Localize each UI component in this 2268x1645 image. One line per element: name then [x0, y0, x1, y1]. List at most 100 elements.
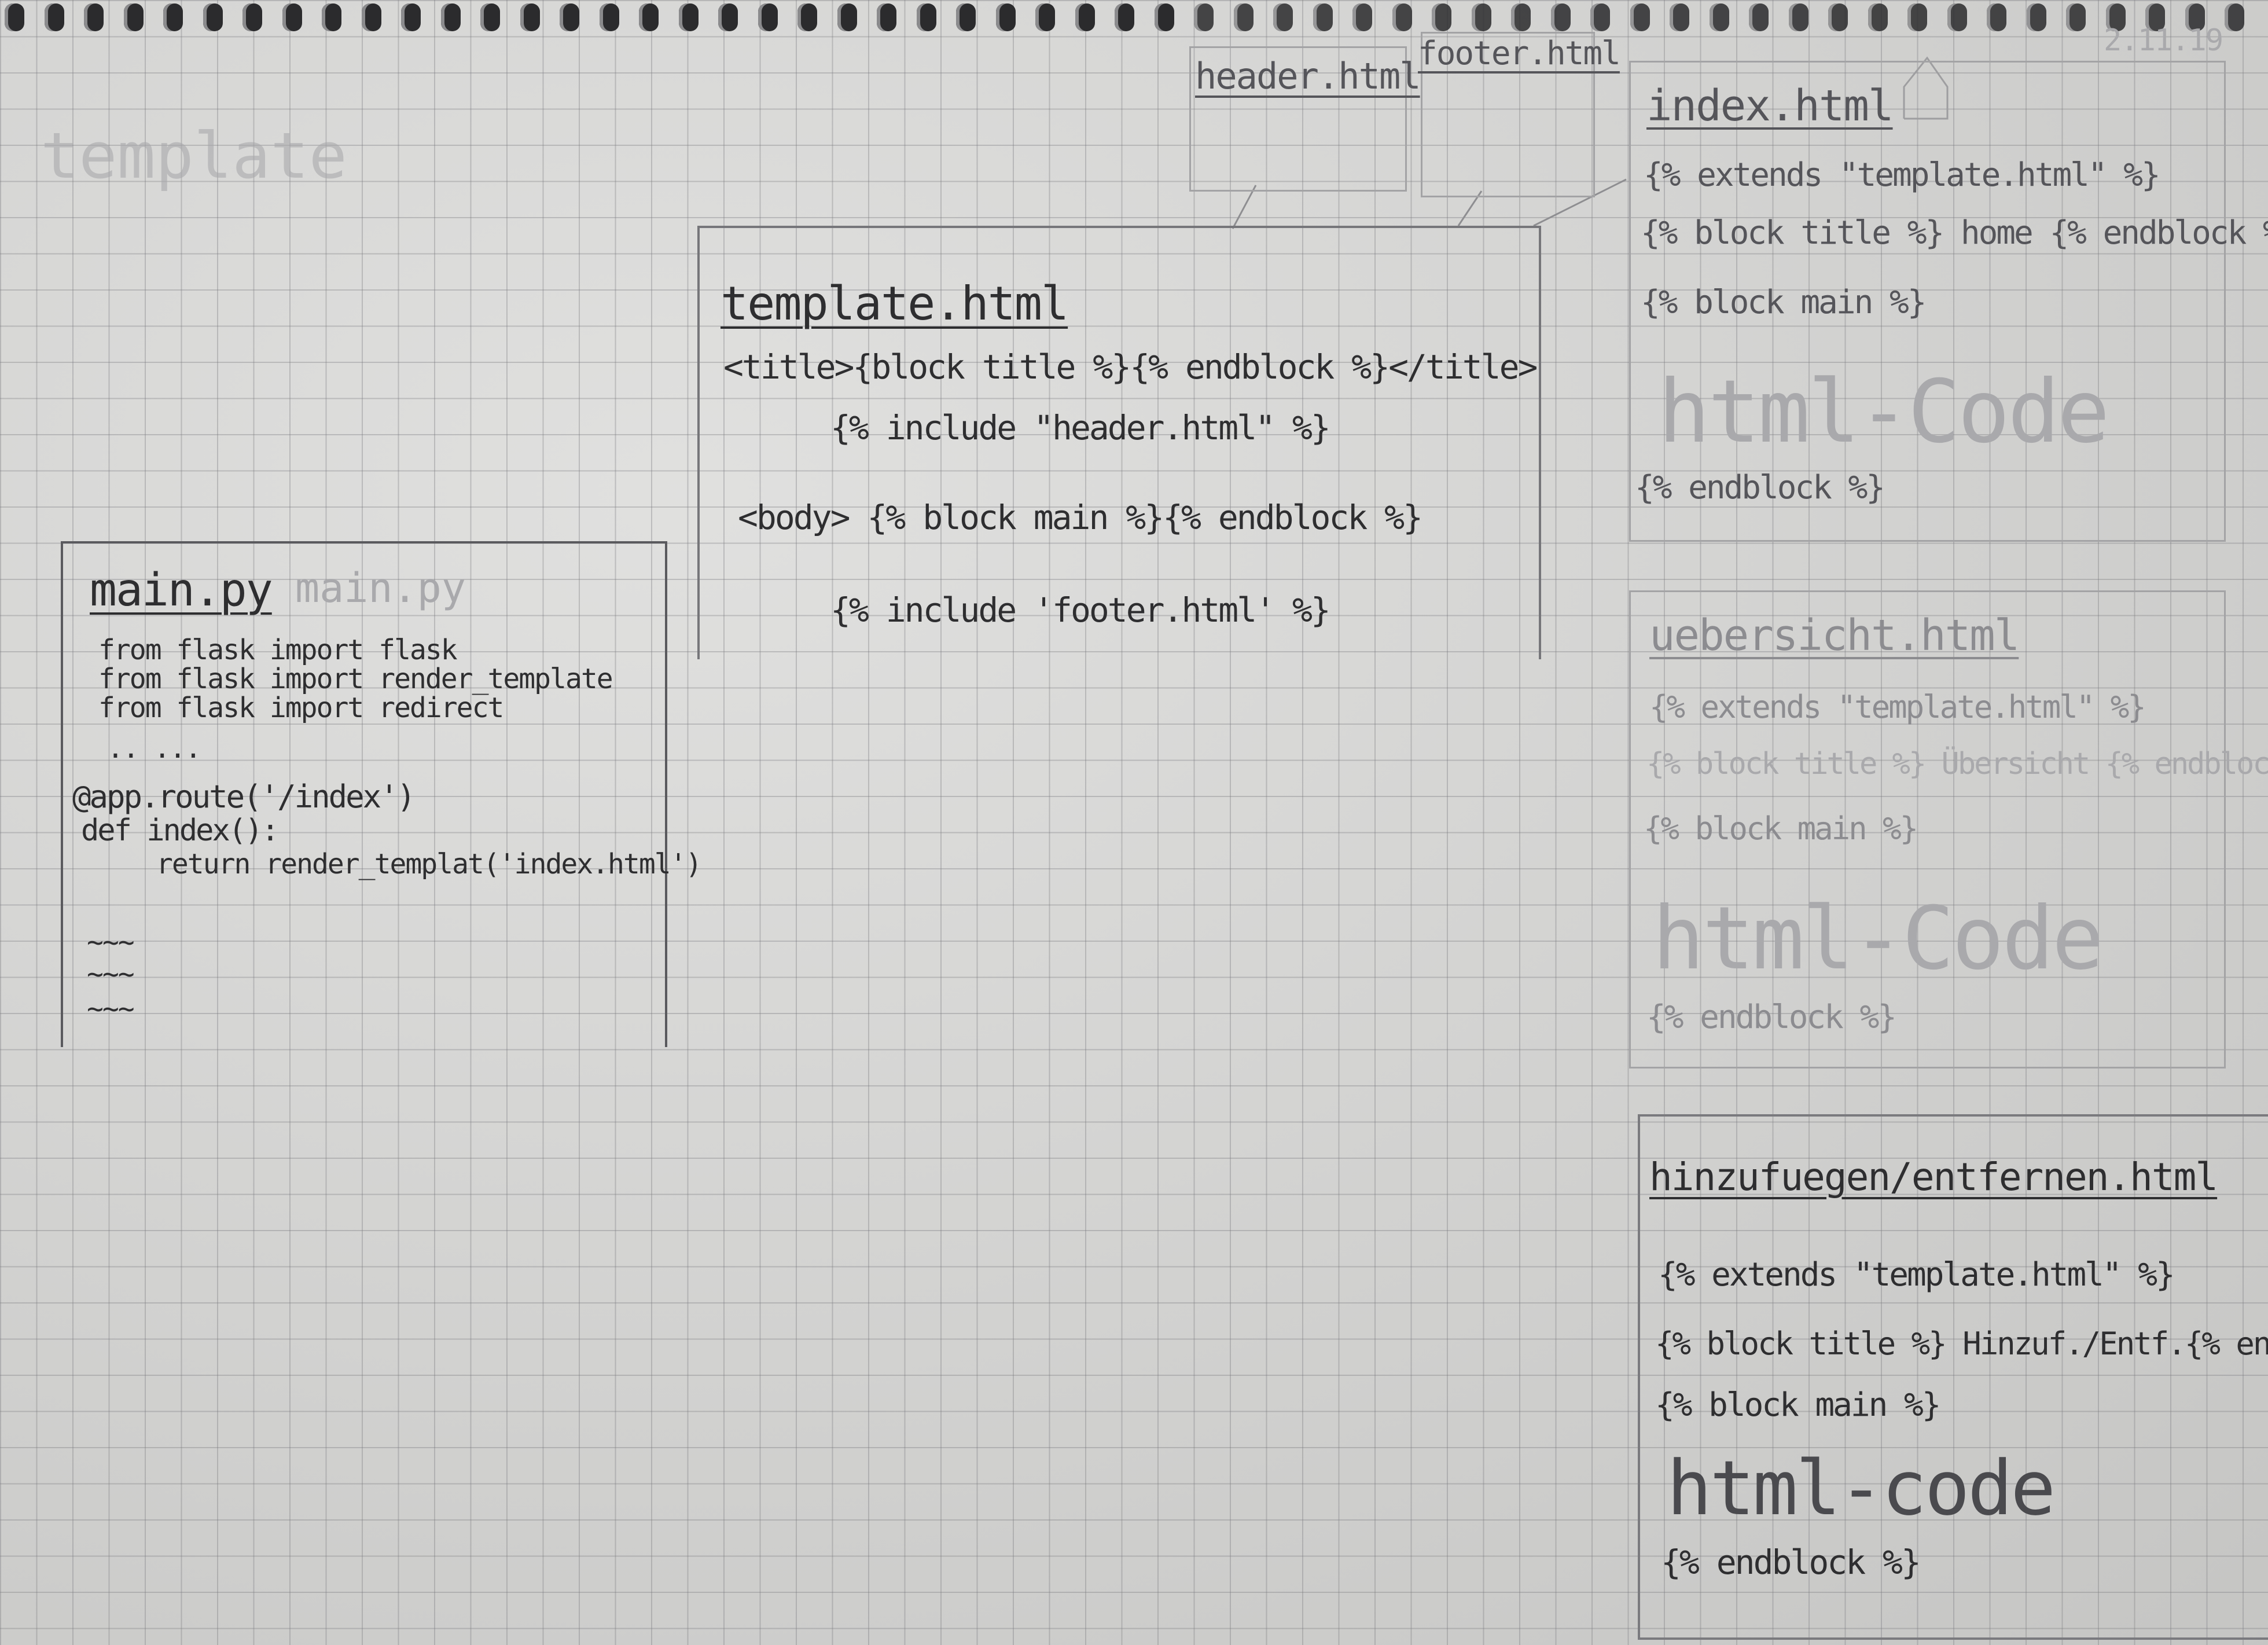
footer-html-title: footer.html	[1418, 35, 1621, 72]
spiral-ring	[1788, 3, 1808, 31]
spiral-ring	[1273, 3, 1293, 31]
main-py-line-8: ~~~	[87, 926, 135, 959]
uebersicht-line-extends: {% extends "template.html" %}	[1649, 689, 2146, 725]
spiral-ring	[1828, 3, 1848, 31]
uebersicht-html-title: uebersicht.html	[1649, 611, 2020, 660]
spiral-ring	[1670, 3, 1689, 31]
hinzufuegen-line-block-main: {% block main %}	[1655, 1386, 1941, 1424]
hinzufuegen-html-code-placeholder: html-code	[1667, 1444, 2056, 1532]
template-line-title: <title>{block title %}{% endblock %}</ti…	[723, 347, 1538, 387]
main-py-line-1: from flask import flask	[98, 634, 458, 666]
spiral-ring	[401, 3, 421, 31]
header-html-box	[1189, 46, 1407, 192]
spiral-ring	[1075, 3, 1095, 31]
spiral-ring	[1590, 3, 1610, 31]
main-py-title: main.py	[90, 564, 273, 616]
spiral-ring	[956, 3, 976, 31]
template-line-include-footer: {% include 'footer.html' %}	[830, 590, 1331, 630]
spiral-ring	[1630, 3, 1650, 31]
index-line-block-title: {% block title %} home {% endblock %}	[1641, 214, 2268, 252]
spiral-ring	[2026, 3, 2046, 31]
spiral-ring	[282, 3, 302, 31]
spiral-ring	[520, 3, 540, 31]
main-py-faint-title: main.py	[295, 564, 466, 612]
main-py-line-10: ~~~	[87, 993, 135, 1025]
hinzufuegen-line-endblock: {% endblock %}	[1661, 1543, 1921, 1582]
uebersicht-html-box	[1629, 590, 2226, 1068]
spiral-ring	[1313, 3, 1333, 31]
main-py-line-return: return render_templat('index.html')	[156, 848, 702, 880]
main-py-box	[61, 541, 667, 1047]
spiral-ring	[797, 3, 817, 31]
spiral-ring	[1233, 3, 1254, 31]
uebersicht-html-code-placeholder: html-Code	[1652, 888, 2104, 989]
spiral-ring	[440, 3, 461, 31]
spiral-ring	[2225, 3, 2244, 31]
spiral-ring	[1194, 3, 1214, 31]
spiral-ring	[2105, 3, 2126, 31]
faint-template-label: template	[41, 119, 347, 193]
spiral-ring	[1947, 3, 1967, 31]
index-line-extends: {% extends "template.html" %}	[1644, 156, 2161, 194]
spiral-ring	[84, 3, 104, 31]
spiral-ring	[480, 3, 500, 31]
date: 2.11.19	[2104, 23, 2223, 58]
hinzufuegen-html-box	[1638, 1114, 2268, 1640]
spiral-ring	[599, 3, 619, 31]
template-line-include-header: {% include "header.html" %}	[830, 408, 1331, 447]
footer-html-box	[1421, 32, 1595, 197]
spiral-ring	[1352, 3, 1372, 31]
index-html-title: index.html	[1646, 81, 1894, 131]
main-py-line-def: def index():	[81, 813, 280, 848]
index-html-box	[1629, 61, 2226, 542]
spiral-ring	[1550, 3, 1571, 31]
main-py-line-route: @app.route('/index')	[72, 779, 416, 815]
spiral-ring	[1868, 3, 1888, 31]
spiral-ring	[1115, 3, 1134, 31]
uebersicht-line-block-main: {% block main %}	[1644, 810, 1918, 847]
main-py-line-9: ~~~	[87, 958, 135, 990]
spiral-ring	[877, 3, 896, 31]
spiral-ring	[322, 3, 341, 31]
main-py-line-4: .. ...	[107, 732, 201, 765]
spiral-ring	[1035, 3, 1055, 31]
hinzufuegen-line-block-title: {% block title %} Hinzuf./Entf.{% endb.	[1655, 1325, 2268, 1362]
spiral-ring	[639, 3, 659, 31]
spiral-ring	[718, 3, 738, 31]
spiral-binding	[0, 0, 2268, 41]
spiral-ring	[1987, 3, 2006, 31]
hinzufuegen-line-extends: {% extends "template.html" %}	[1658, 1256, 2175, 1294]
uebersicht-line-endblock: {% endblock %}	[1646, 998, 1897, 1036]
spiral-ring	[1154, 3, 1174, 31]
spiral-ring	[837, 3, 857, 31]
spiral-ring	[678, 3, 699, 31]
spiral-ring	[995, 3, 1016, 31]
template-html-title: template.html	[721, 277, 1069, 331]
spiral-ring	[44, 3, 64, 31]
main-py-line-2: from flask import render_template	[98, 663, 613, 695]
spiral-ring	[1471, 3, 1491, 31]
spiral-ring	[203, 3, 223, 31]
spiral-ring	[5, 3, 24, 31]
spiral-ring	[1432, 3, 1451, 31]
hinzufuegen-html-title: hinzufuegen/entfernen.html	[1649, 1155, 2218, 1199]
index-html-code-placeholder: html-Code	[1658, 362, 2110, 462]
index-line-block-main: {% block main %}	[1641, 284, 1927, 321]
spiral-ring	[2145, 3, 2165, 31]
template-html-box	[697, 226, 1541, 659]
template-line-body: <body> {% block main %}{% endblock %}	[738, 498, 1423, 537]
spiral-ring	[1511, 3, 1531, 31]
spiral-ring	[1907, 3, 1927, 31]
uebersicht-line-block-title: {% block title %} Übersicht {% endblock …	[1646, 747, 2268, 781]
spiral-ring	[123, 3, 144, 31]
spiral-ring	[2185, 3, 2205, 31]
spiral-ring	[916, 3, 936, 31]
spiral-ring	[758, 3, 778, 31]
spiral-ring	[1392, 3, 1412, 31]
spiral-ring	[242, 3, 262, 31]
header-html-title: header.html	[1195, 55, 1421, 97]
spiral-ring	[1709, 3, 1729, 31]
spiral-ring	[1749, 3, 1769, 31]
index-line-endblock: {% endblock %}	[1635, 469, 1885, 506]
